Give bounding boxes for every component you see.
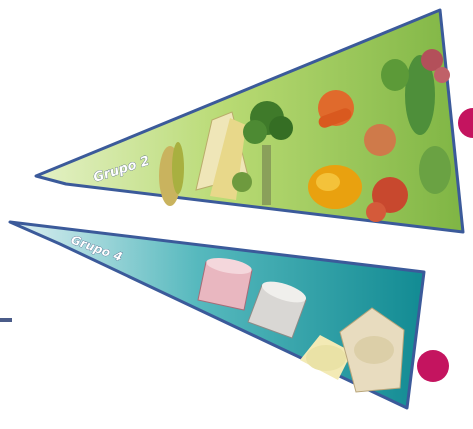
grupo-2-marker-dot (458, 108, 473, 138)
squash-icon (308, 165, 362, 209)
wedge-grupo-4: Grupo 4 (10, 222, 424, 408)
wedge-grupo-2: Grupo 2 (36, 10, 463, 232)
grupo-4-marker-dot (417, 350, 449, 382)
